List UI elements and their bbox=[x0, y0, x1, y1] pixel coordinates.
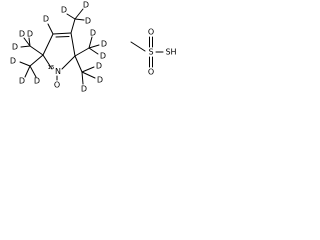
c5-methyl-b-bond bbox=[74, 55, 83, 73]
pyrroline-nitroxide-molecule: 15 N O D D D D D D D D D D D D D D D D bbox=[10, 1, 107, 94]
deuterium-label: D bbox=[19, 30, 25, 39]
deuterium-label: D bbox=[101, 40, 107, 49]
deuterium-label: D bbox=[27, 30, 33, 39]
c2-methyl-b-bond bbox=[29, 54, 44, 67]
ring-bond-c4-c5 bbox=[70, 32, 76, 57]
deuterium-label: D bbox=[43, 15, 49, 24]
nitroxide-oxygen-label: O bbox=[54, 81, 60, 90]
deuterium-label: D bbox=[81, 85, 87, 94]
nitrogen-atom-label: N bbox=[55, 67, 61, 76]
nitrogen-isotope-label: 15 bbox=[48, 65, 55, 71]
ring-bond-n-c2 bbox=[42, 54, 53, 70]
c5-methyl-b-d1-bond bbox=[81, 66, 95, 73]
methyl-sulfur-bond bbox=[130, 41, 146, 52]
c2-methyl-b-d2-bond bbox=[24, 65, 31, 78]
deuterium-label: D bbox=[19, 77, 25, 86]
c5-methyl-a-d1-bond bbox=[88, 36, 93, 49]
c3-d-bond bbox=[47, 23, 54, 35]
chemical-structure-diagram: 15 N O D D D D D D D D D D D D D D D D S… bbox=[10, 1, 177, 94]
methanethiosulfonate-molecule: S O O SH bbox=[130, 28, 177, 77]
c4-methyl-d3-bond bbox=[74, 18, 85, 21]
ring-double-bond-inner bbox=[55, 36, 70, 38]
deuterium-label: D bbox=[12, 43, 18, 52]
deuterium-label: D bbox=[97, 76, 103, 85]
c4-methyl-bond bbox=[70, 18, 76, 34]
c5-methyl-b-d3-bond bbox=[81, 71, 84, 85]
deuterium-label: D bbox=[61, 6, 67, 15]
sulfonyl-oxygen-bottom-label: O bbox=[148, 68, 154, 77]
thiol-group-label: SH bbox=[165, 48, 176, 57]
c2-methyl-b-d1-bond bbox=[19, 61, 31, 67]
c2-methyl-a-d3-bond bbox=[28, 37, 31, 47]
sulfonyl-oxygen-top-label: O bbox=[148, 28, 154, 37]
ring-bond-c2-c3 bbox=[42, 33, 54, 56]
c4-methyl-d2-bond bbox=[74, 8, 84, 20]
deuterium-label: D bbox=[34, 77, 40, 86]
c5-methyl-b-d2-bond bbox=[81, 71, 96, 79]
deuterium-label: D bbox=[96, 62, 102, 71]
c5-methyl-a-bond bbox=[74, 47, 90, 57]
deuterium-label: D bbox=[90, 29, 96, 38]
c2-methyl-a-d1-bond bbox=[23, 37, 31, 47]
deuterium-label: D bbox=[85, 17, 91, 26]
c2-methyl-a-d2-bond bbox=[20, 45, 31, 48]
c2-methyl-a-bond bbox=[29, 45, 44, 56]
c4-methyl-d1-bond bbox=[66, 13, 76, 20]
deuterium-label: D bbox=[10, 57, 16, 66]
c5-methyl-a-d2-bond bbox=[88, 44, 100, 49]
ring-bond-c5-n bbox=[61, 55, 76, 70]
sulfonyl-sulfur-label: S bbox=[148, 48, 153, 57]
ring-bond-c3-c4 bbox=[52, 32, 72, 35]
deuterium-label: D bbox=[100, 52, 106, 61]
deuterium-label: D bbox=[83, 1, 89, 10]
c2-methyl-b-d3-bond bbox=[29, 65, 37, 78]
c5-methyl-a-d3-bond bbox=[88, 47, 99, 55]
